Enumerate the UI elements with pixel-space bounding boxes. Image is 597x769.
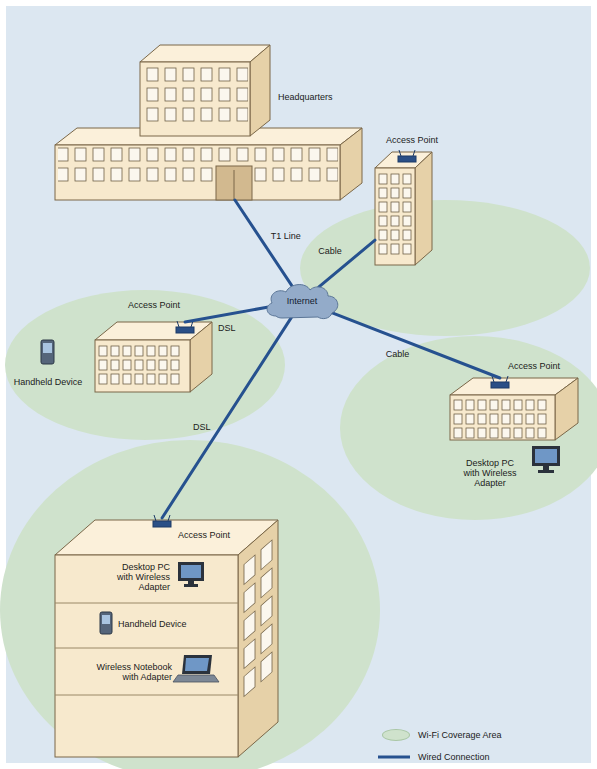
text-holder: Desktop PC with Wireless Adapter — [106, 562, 170, 592]
text-holder: Handheld Device — [14, 377, 83, 387]
text-holder: T1 Line — [271, 231, 301, 241]
text-holder: Access Point — [178, 530, 230, 540]
text-holder: Cable — [386, 349, 410, 359]
building-illustration — [375, 152, 432, 265]
office-building: Access Point — [95, 322, 212, 392]
laptop-icon — [173, 655, 219, 682]
legend-line-sample — [378, 756, 410, 759]
text-holder: Wi-Fi Coverage Area — [418, 730, 502, 740]
text-holder: DSL — [218, 323, 236, 333]
text-holder: Access Point — [386, 135, 438, 145]
building-label: Headquarters — [278, 92, 333, 102]
building-illustration — [450, 378, 578, 440]
office-building: Access Point — [55, 518, 278, 757]
edge-label: DSL — [193, 422, 211, 432]
text-holder: Wireless Notebook with Adapter — [82, 662, 172, 682]
wired-connection — [235, 200, 292, 286]
router-icons — [153, 150, 509, 527]
wired-connection — [162, 316, 292, 518]
edge-label: Cable — [318, 246, 342, 256]
device-label: Wireless Notebook with Adapter — [82, 662, 172, 682]
edge-label: DSL — [218, 323, 236, 333]
wired-connection — [319, 240, 375, 287]
office-building: Access Point — [450, 378, 578, 440]
legend-swatch — [382, 729, 410, 741]
text-holder: Handheld Device — [118, 619, 187, 629]
edge-label: T1 Line — [271, 231, 301, 241]
handheld-icon — [100, 612, 112, 634]
handheld-icon — [41, 340, 54, 364]
coverage-areas — [0, 200, 597, 769]
device-label: Desktop PC with Wireless Adapter — [106, 562, 170, 592]
text-holder: Desktop PC with Wireless Adapter — [458, 458, 522, 488]
building-illustration — [95, 322, 212, 392]
device-label: Handheld Device — [14, 377, 83, 387]
wired-connection — [329, 312, 500, 378]
edge-label: Cable — [386, 349, 410, 359]
desktop-icon — [532, 446, 560, 473]
wired-connection — [185, 307, 269, 322]
headquarters-building: Headquarters — [55, 45, 362, 200]
legend-text: Wired Connection — [418, 752, 490, 762]
building-illustration — [55, 520, 278, 757]
building-label: Access Point — [386, 135, 438, 145]
legend-text: Wi-Fi Coverage Area — [418, 730, 502, 740]
text-holder: Cable — [318, 246, 342, 256]
device-label: Handheld Device — [118, 619, 187, 629]
desktop-icon — [178, 562, 204, 587]
text-holder: Wired Connection — [418, 752, 490, 762]
building-label: Access Point — [508, 361, 560, 371]
internet-cloud: Internet — [262, 280, 342, 322]
device-label: Desktop PC with Wireless Adapter — [458, 458, 522, 488]
cloud-label: Internet — [287, 296, 318, 306]
text-holder: Access Point — [128, 300, 180, 310]
headquarters-illustration — [55, 45, 362, 200]
text-holder: Internet — [287, 296, 318, 306]
building-label: Access Point — [178, 530, 230, 540]
text-holder: DSL — [193, 422, 211, 432]
text-holder: Headquarters — [278, 92, 333, 102]
text-holder: Access Point — [508, 361, 560, 371]
office-building: Access Point — [375, 152, 432, 265]
building-label: Access Point — [128, 300, 180, 310]
